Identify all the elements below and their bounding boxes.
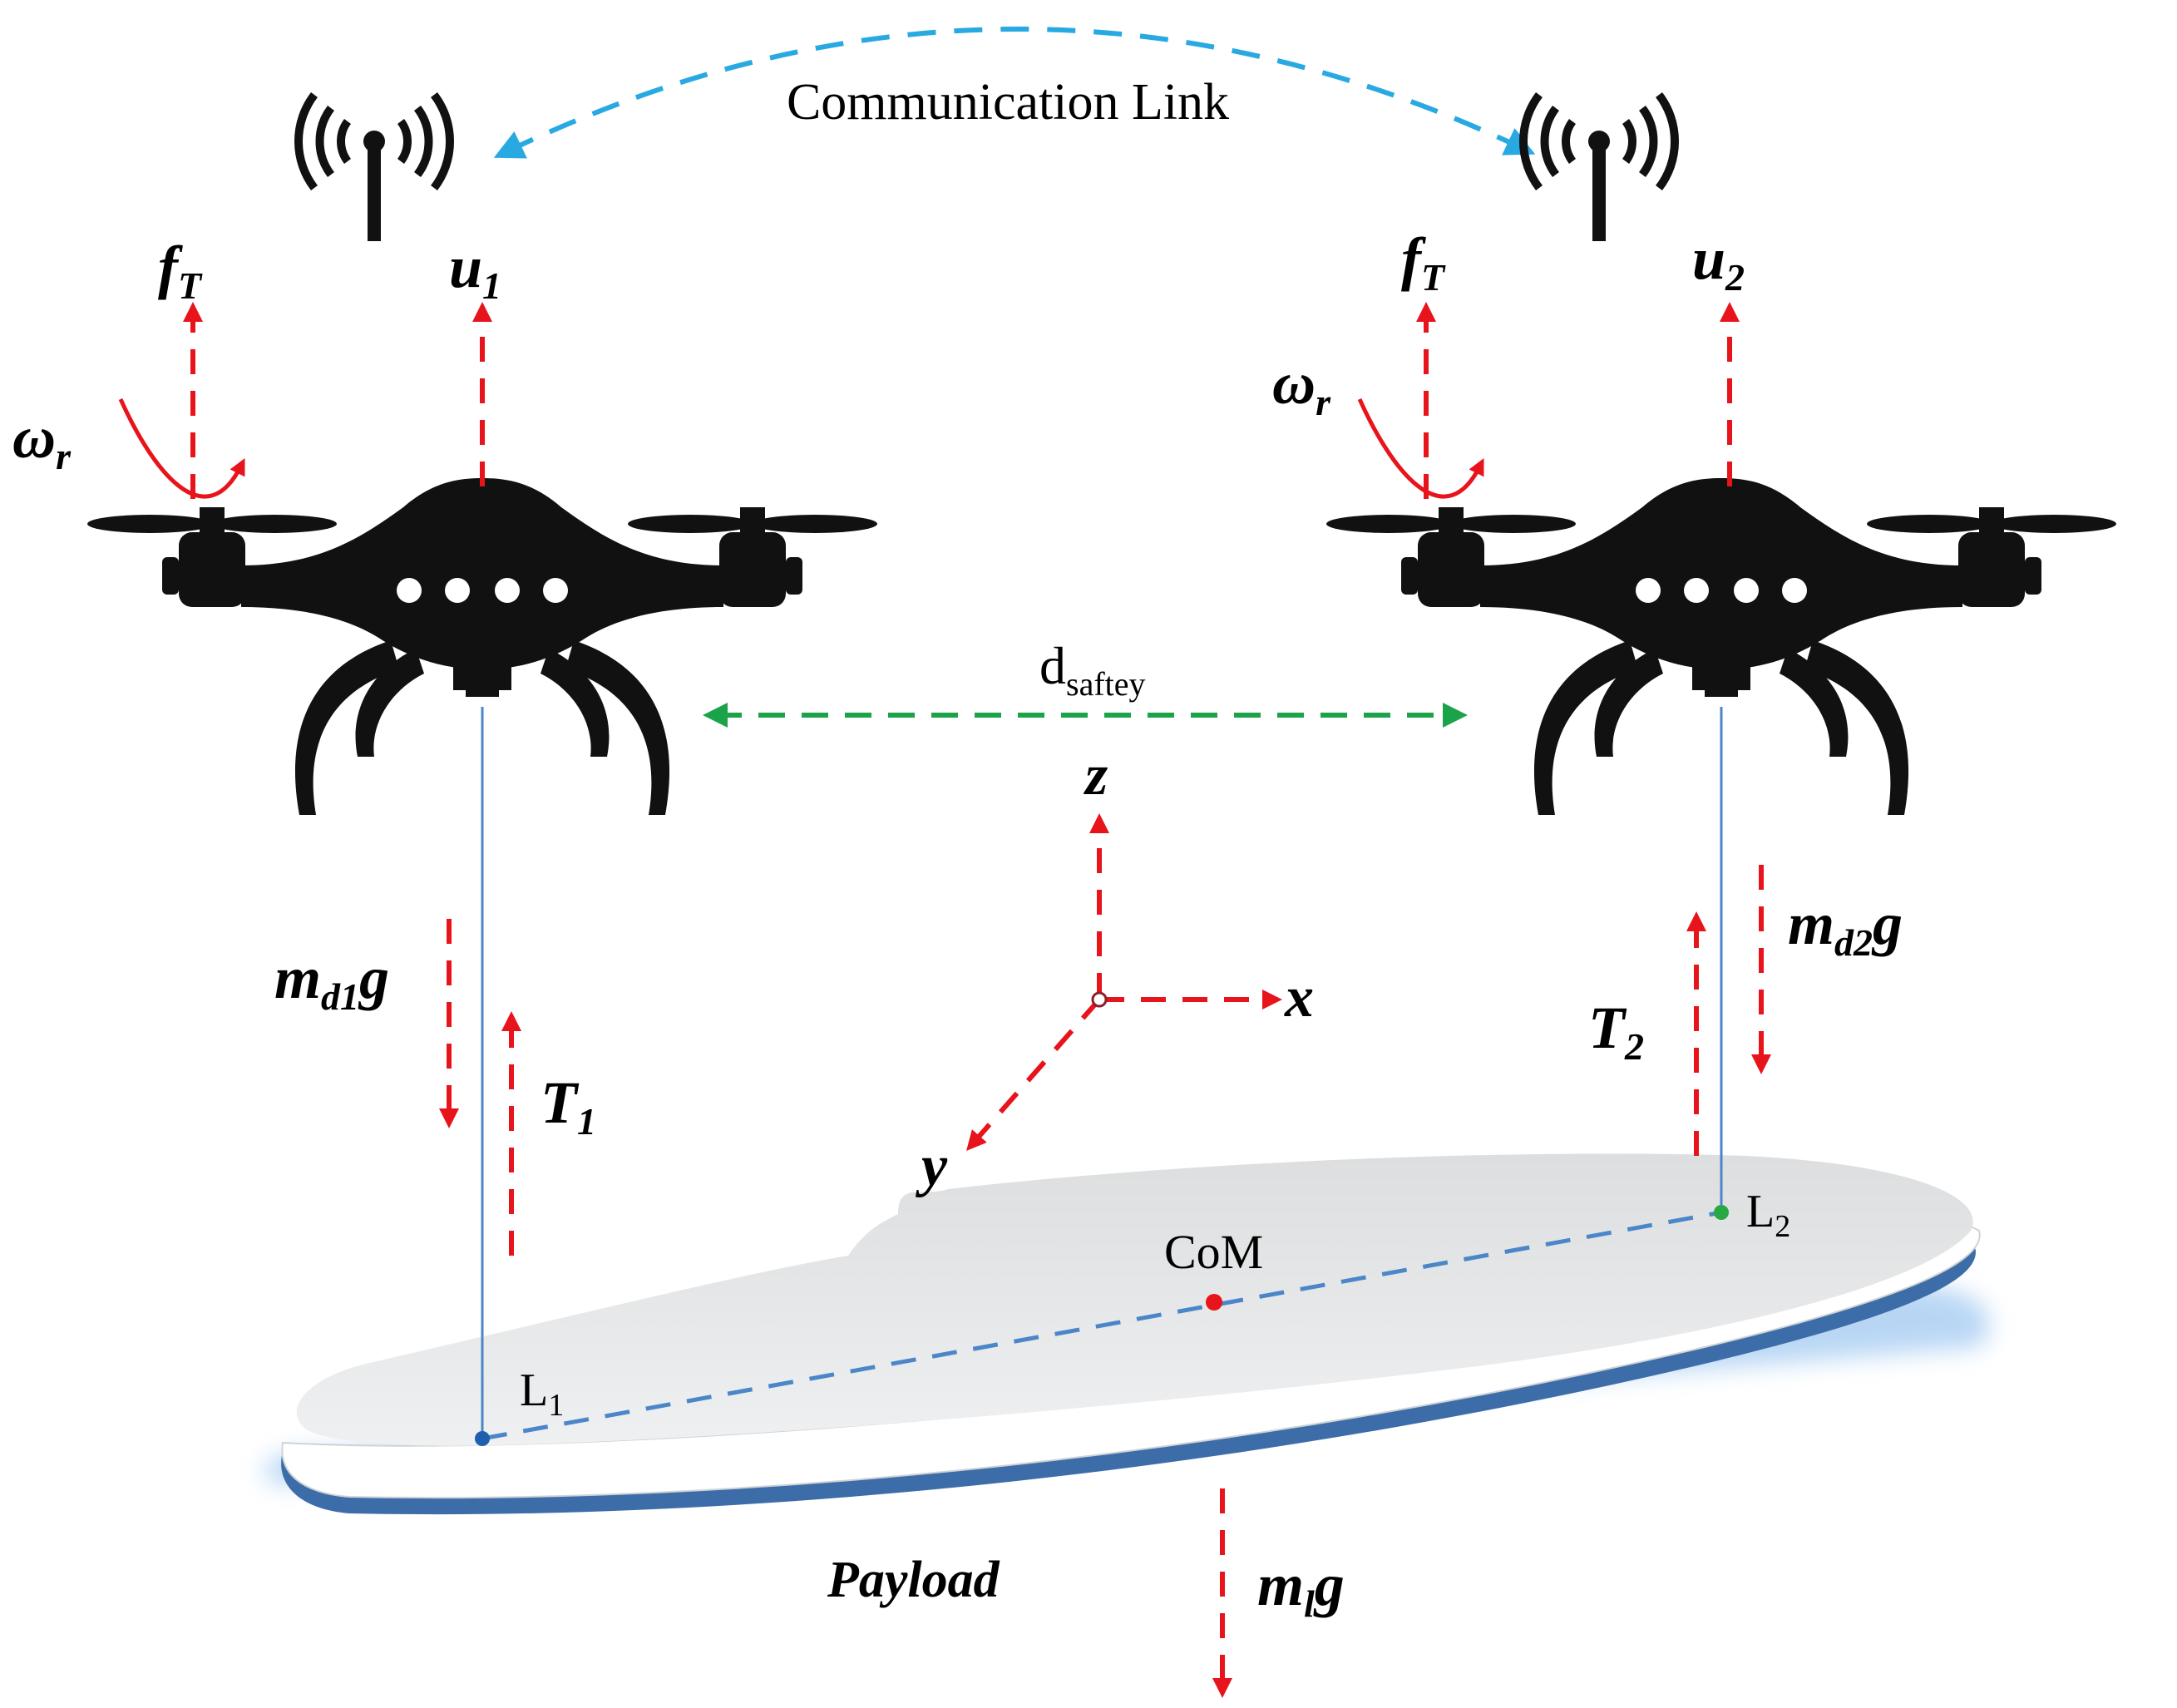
antenna-icon	[1523, 95, 1675, 241]
thrust-label-1: fT	[158, 234, 203, 307]
payload-label: Payload	[827, 1552, 1000, 1608]
attachment-line	[481, 1210, 1722, 1441]
x-axis-label: x	[1284, 965, 1314, 1029]
safety-distance: dsaftey	[703, 636, 1468, 728]
coordinate-frame: z x y	[916, 743, 1314, 1198]
tension-label-2: T2	[1588, 995, 1644, 1068]
rotation-arrow-icon	[118, 397, 245, 499]
origin-point	[1091, 991, 1108, 1008]
attachment-label-2: L2	[1746, 1186, 1790, 1244]
attachment-label-1: L1	[520, 1365, 564, 1423]
drone-weight-label-1: md1g	[274, 945, 389, 1018]
drone-weight-label-2: md2g	[1788, 891, 1903, 964]
rotor-speed-label-1: ωr	[12, 404, 72, 477]
thrust-label-2: fT	[1401, 225, 1446, 299]
rotor-speed-label-2: ωr	[1272, 350, 1331, 423]
center-of-mass-label: CoM	[1164, 1225, 1263, 1279]
tension-label-1: T1	[541, 1069, 596, 1143]
communication-link-label: Communication Link	[787, 74, 1229, 131]
y-axis-label: y	[916, 1134, 948, 1198]
antenna-icon	[299, 95, 450, 241]
attachment-point-1	[475, 1431, 490, 1446]
rotation-arrow-icon	[1357, 397, 1484, 499]
communication-link: Communication Link	[493, 27, 1536, 159]
center-of-mass-point	[1206, 1294, 1222, 1311]
attachment-point-2	[1714, 1205, 1729, 1220]
payload	[264, 1153, 1990, 1515]
control-input-label-1: u1	[449, 234, 501, 307]
control-input-label-2: u2	[1692, 225, 1745, 299]
payload-weight-label: mlg	[1257, 1552, 1345, 1625]
safety-distance-label: dsaftey	[1039, 636, 1146, 703]
y-axis-arrow	[966, 998, 1102, 1152]
z-axis-label: z	[1084, 743, 1108, 807]
